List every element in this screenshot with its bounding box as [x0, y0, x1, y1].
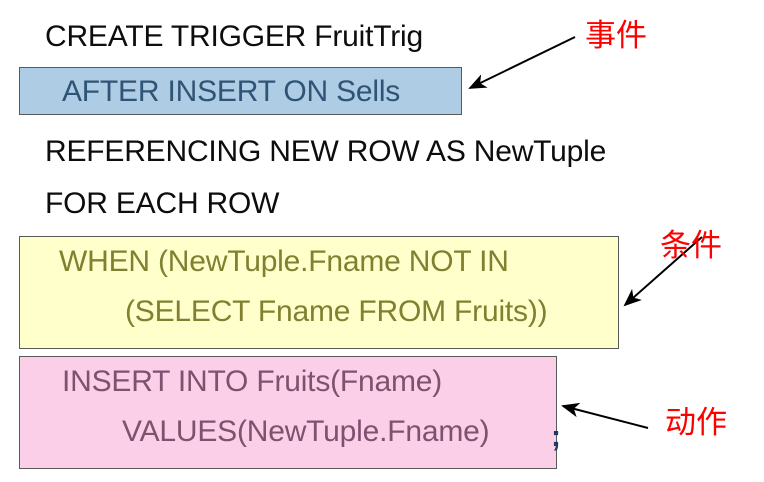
action-block-line-2: VALUES(NewTuple.Fname): [122, 415, 490, 448]
condition-block[interactable]: WHEN (NewTuple.Fname NOT IN (SELECT Fnam…: [19, 236, 619, 349]
statement-line-create-trigger: CREATE TRIGGER FruitTrig: [45, 20, 424, 53]
statement-line-for-each-row: FOR EACH ROW: [45, 187, 280, 220]
action-arrow: [561, 402, 649, 429]
annotation-event: 事件: [585, 18, 647, 53]
condition-block-line-1: WHEN (NewTuple.Fname NOT IN: [59, 245, 509, 278]
event-arrow: [468, 36, 576, 89]
action-block[interactable]: INSERT INTO Fruits(Fname) VALUES(NewTupl…: [19, 356, 557, 469]
annotation-condition: 条件: [660, 228, 722, 263]
action-block-line-1: INSERT INTO Fruits(Fname): [62, 365, 443, 398]
annotation-action: 动作: [665, 405, 727, 440]
event-block[interactable]: AFTER INSERT ON Sells: [19, 67, 462, 115]
action-block-trailing-semicolon: ;: [551, 420, 561, 453]
statement-line-referencing: REFERENCING NEW ROW AS NewTuple: [45, 135, 607, 168]
condition-block-line-2: (SELECT Fname FROM Fruits)): [125, 295, 548, 328]
event-block-label: AFTER INSERT ON Sells: [62, 75, 401, 108]
